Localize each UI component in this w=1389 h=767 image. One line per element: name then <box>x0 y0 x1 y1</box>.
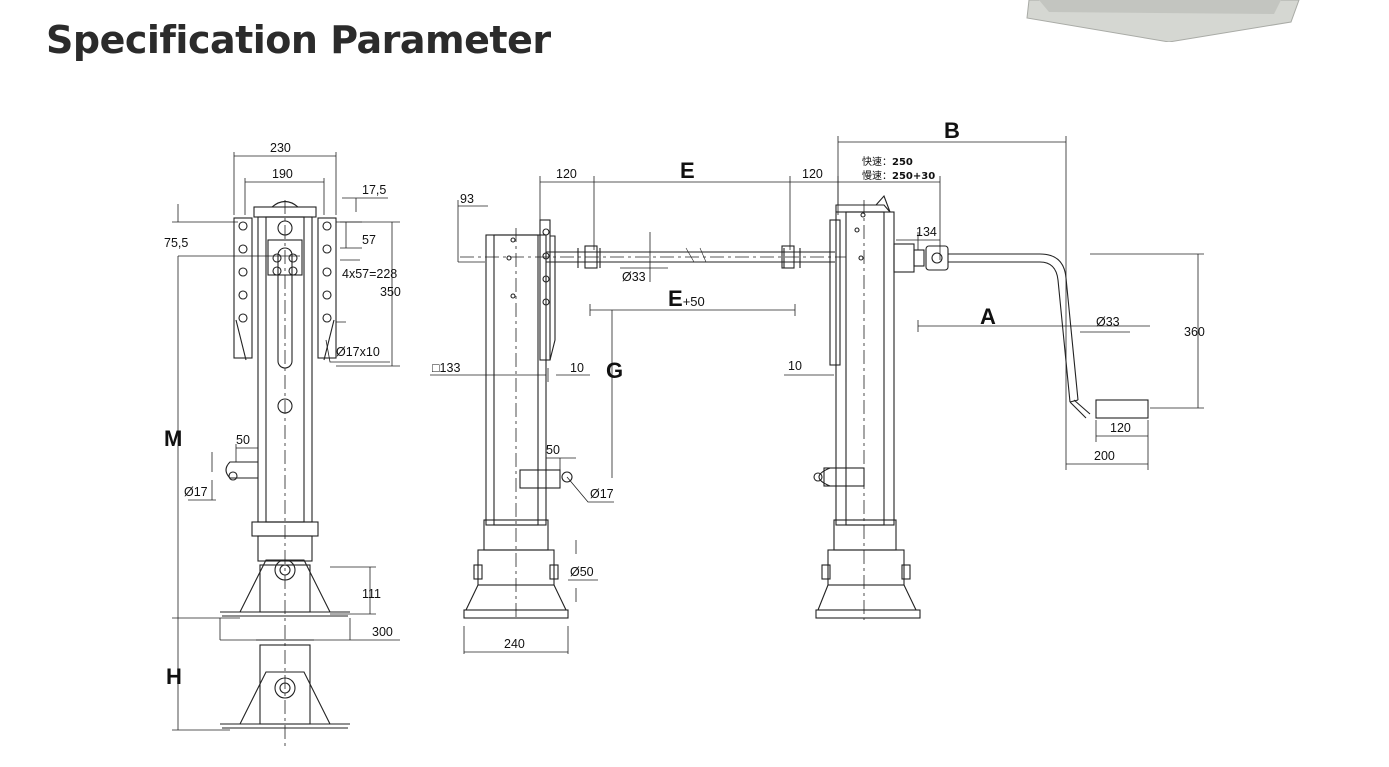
dim-120-a: 120 <box>556 167 577 181</box>
dim-33-mid: Ø33 <box>622 270 646 284</box>
dim-17-left: Ø17 <box>184 485 208 499</box>
slow-speed-text: 慢速：250+30 <box>862 170 935 182</box>
dim-50-diameter: Ø50 <box>570 565 594 579</box>
dim-75-5: 75,5 <box>164 236 188 250</box>
dim-350: 350 <box>380 285 401 299</box>
dim-360: 360 <box>1184 325 1205 339</box>
dim-93: 93 <box>460 192 474 206</box>
dim-50-mid: 50 <box>546 443 560 457</box>
label-e: E <box>680 158 695 183</box>
dim-230: 230 <box>270 141 291 155</box>
dim-4x57: 4x57=228 <box>342 267 397 281</box>
middle-view <box>463 219 835 619</box>
fast-speed-text: 快速：250 <box>862 156 913 168</box>
dim-134: 134 <box>916 225 937 239</box>
dim-17-mid: Ø17 <box>590 487 614 501</box>
dim-200: 200 <box>1094 449 1115 463</box>
dim-10-mid: 10 <box>570 361 584 375</box>
page-title: Specification Parameter <box>46 18 551 62</box>
dim-50-left: 50 <box>236 433 250 447</box>
label-g: G <box>606 358 623 383</box>
dim-33-right: Ø33 <box>1096 315 1120 329</box>
dim-57: 57 <box>362 233 376 247</box>
label-m: M <box>164 426 182 451</box>
dim-240: 240 <box>504 637 525 651</box>
dim-111: 111 <box>362 587 381 601</box>
dim-17x10: Ø17x10 <box>336 345 380 359</box>
dim-120-b: 120 <box>802 167 823 181</box>
dim-300: 300 <box>372 625 393 639</box>
product-photo-fragment <box>1026 0 1300 42</box>
dim-10-right: 10 <box>788 359 802 373</box>
dim-120-crank: 120 <box>1110 421 1131 435</box>
label-h: H <box>166 664 182 689</box>
dim-190: 190 <box>272 167 293 181</box>
right-view <box>813 194 1149 619</box>
label-a: A <box>980 304 996 329</box>
dim-133: □133 <box>432 361 460 375</box>
label-e-plus-50: E+50 <box>668 286 705 311</box>
label-b: B <box>944 118 960 143</box>
dim-17-5: 17,5 <box>362 183 386 197</box>
